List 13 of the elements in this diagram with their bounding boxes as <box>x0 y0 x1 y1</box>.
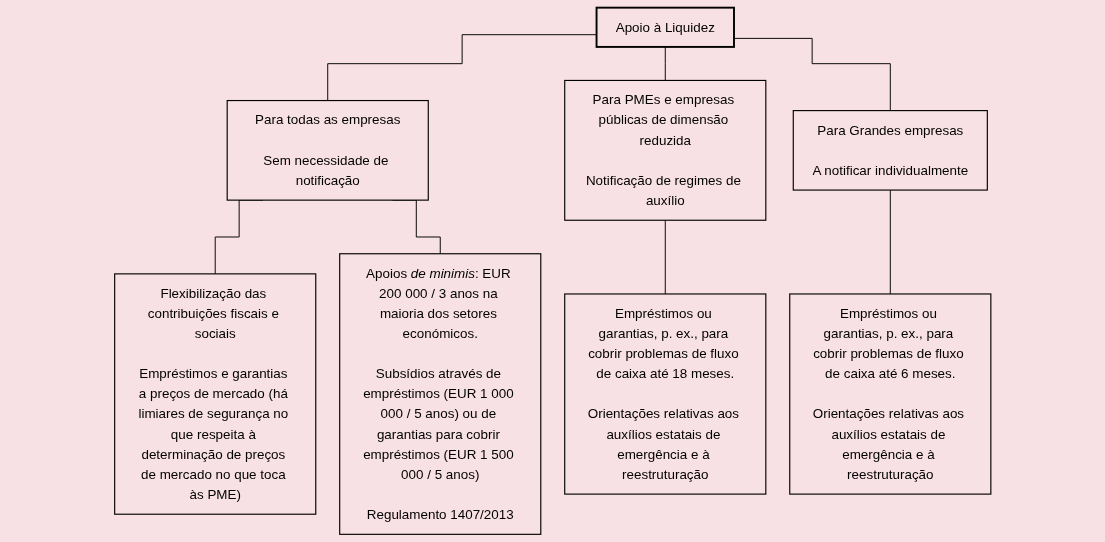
node-box: Apoios de minimis: EUR 200 000 / 3 anos na maioria dos setores económicos. Subsídios através de empréstimos (EUR 1 000 000 / 5 anos) ou de garantias para cobrir empréstimos (EUR 1 500 000 / 5 anos) Regulamento 1407/2013 <box>338 253 542 535</box>
connector <box>664 219 666 295</box>
node-box: Flexibilização das contribuições fiscais e sociais Empréstimos e garantias a preços de mercado (há limiares de segurança no que respeita à determinação de preços de mercado no que toca às PME) <box>113 273 317 515</box>
node-box: Para todas as empresas Sem necessidade de notificação <box>226 99 429 201</box>
node-box: Apoio à Liquidez <box>595 6 735 48</box>
connector <box>326 34 597 102</box>
node-box: Para PMEs e empresas públicas de dimensão reduzida Notificação de regimes de auxílio <box>563 79 767 221</box>
node-box: Empréstimos ou garantias, p. ex., para cobrir problemas de fluxo de caixa até 18 meses. Orientações relativas aos auxílios estatais de emergência e à reestruturação <box>563 293 767 495</box>
connector <box>664 46 666 81</box>
connector <box>889 189 891 295</box>
node-box: Para Grandes empresas A notificar individualmente <box>792 110 988 191</box>
node-box: Empréstimos ou garantias, p. ex., para cobrir problemas de fluxo de caixa até 6 meses. Orientações relativas aos auxílios estatais de emergência e à reestruturação <box>788 293 992 495</box>
connector <box>733 37 891 112</box>
